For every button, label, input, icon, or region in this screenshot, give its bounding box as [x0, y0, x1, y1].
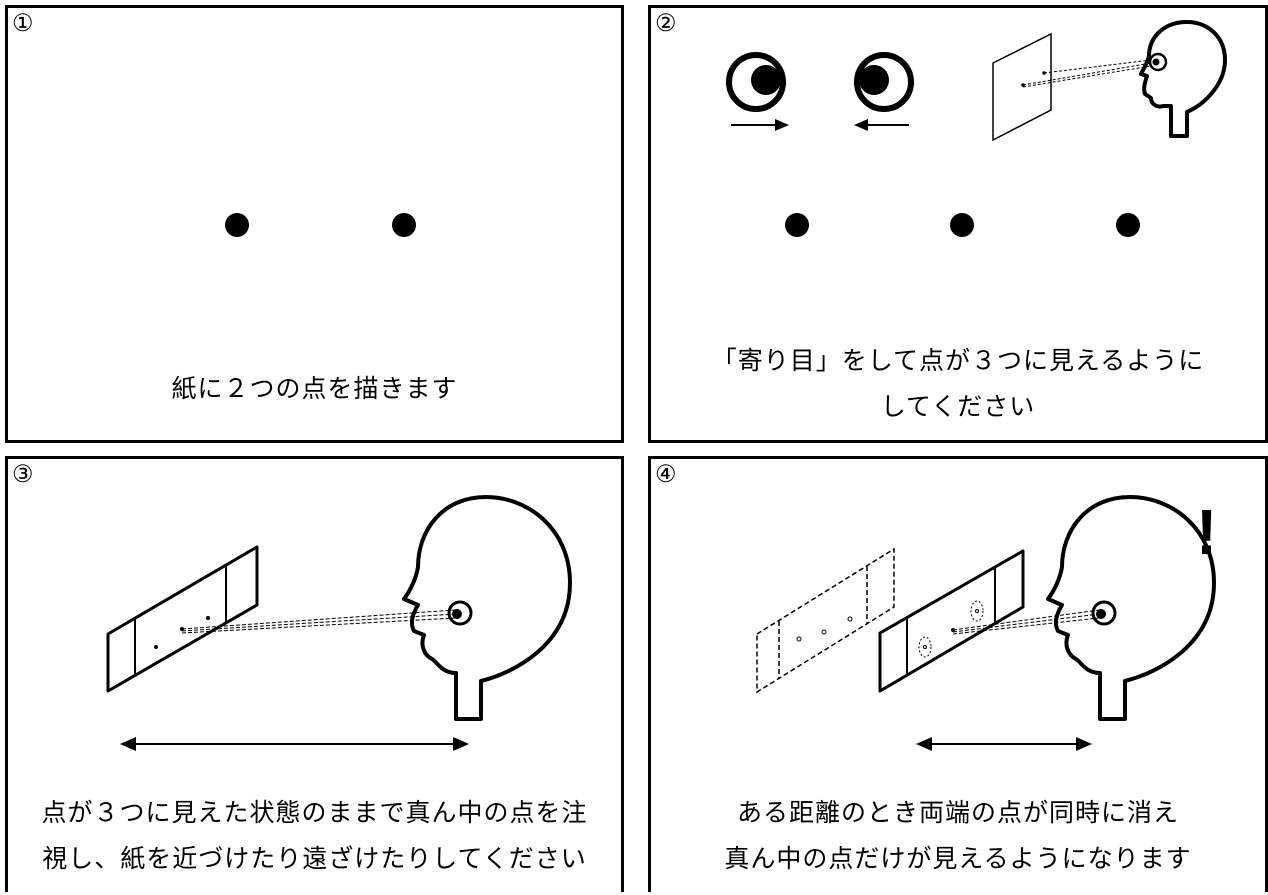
step-number: ③ [12, 460, 34, 488]
eye-icon [447, 600, 473, 626]
eye-icon [726, 52, 786, 112]
cross-eyed-illustration [726, 20, 1227, 237]
panel-step-1: ① 紙に２つの点を描きます [5, 5, 624, 443]
caption-line: 紙に２つの点を描きます [171, 374, 458, 403]
caption: ある距離のとき両端の点が同時に消え 真ん中の点だけが見えるようになります [651, 790, 1265, 882]
paper-icon [106, 545, 259, 693]
head-icon [402, 495, 572, 721]
dot-icon [392, 213, 416, 237]
dot-icon [1116, 213, 1140, 237]
two-dots-illustration [225, 213, 416, 237]
step-number: ② [655, 9, 677, 37]
paper-icon [756, 547, 895, 694]
paper-icon [992, 32, 1052, 142]
panel-step-3: ③ 点が３つに見えた状態のままで真ん中の点を注 視し、紙を近づけたり遠ざけたりし… [5, 456, 624, 892]
caption-line: 視し、紙を近づけたり遠ざけたりしてください [42, 844, 587, 873]
step-number: ① [12, 9, 34, 37]
exclamation-mark: ! [1196, 496, 1218, 568]
head-icon [1046, 495, 1216, 721]
eye-icon [1091, 600, 1117, 626]
double-arrow-icon [120, 737, 469, 751]
paper-icon [878, 549, 1025, 693]
dot-icon [785, 213, 809, 237]
caption-line: してください [880, 392, 1036, 421]
panel-step-4: ④ ! [648, 456, 1268, 892]
panel-step-2: ② [648, 5, 1268, 443]
caption: 紙に２つの点を描きます [8, 366, 621, 412]
arrow-left-icon [854, 119, 909, 131]
caption-line: 真ん中の点だけが見えるようになります [724, 844, 1192, 873]
caption: 点が３つに見えた状態のままで真ん中の点を注 視し、紙を近づけたり遠ざけたりしてく… [8, 790, 621, 882]
eye-icon [1148, 52, 1168, 72]
fixation-illustration [106, 495, 572, 751]
step-number: ④ [655, 460, 677, 488]
caption-line: ある距離のとき両端の点が同時に消え [736, 798, 1179, 827]
caption-line: 「寄り目」をして点が３つに見えるように [711, 346, 1205, 375]
head-icon [1139, 20, 1227, 138]
double-arrow-icon [916, 737, 1092, 751]
arrow-right-icon [731, 119, 789, 131]
eye-icon [854, 52, 914, 112]
blind-spot-illustration [756, 495, 1216, 751]
caption-line: 点が３つに見えた状態のままで真ん中の点を注 [41, 798, 588, 827]
dot-icon [225, 213, 249, 237]
dot-icon [950, 213, 974, 237]
caption: 「寄り目」をして点が３つに見えるように してください [651, 338, 1265, 430]
